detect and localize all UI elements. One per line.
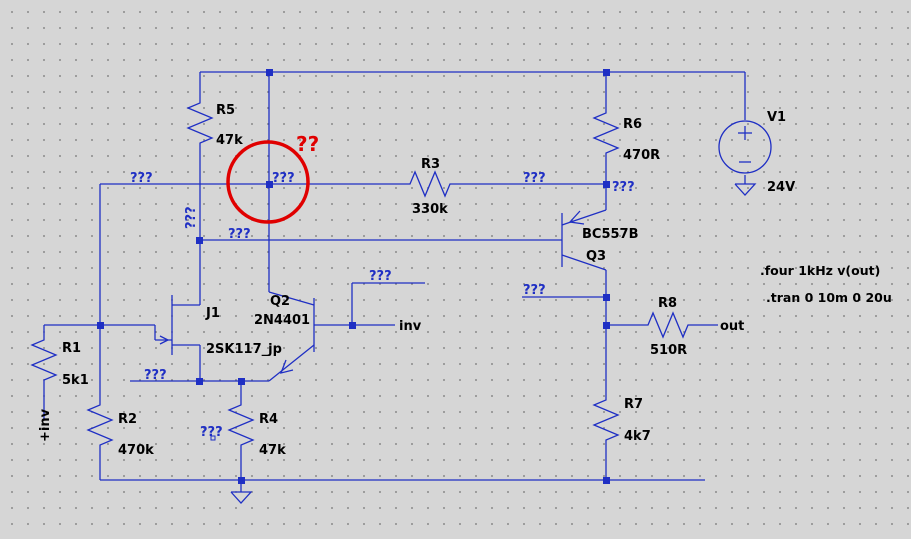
- unknown-net-label: ???: [184, 206, 199, 229]
- r2-ref: R2: [118, 412, 137, 427]
- r6-ref: R6: [623, 117, 642, 132]
- r1-value: 5k1: [62, 373, 89, 388]
- r6-value: 470R: [623, 148, 660, 163]
- unknown-net-label: ???: [523, 283, 546, 298]
- r4-ref: R4: [259, 412, 278, 427]
- r3-value: 330k: [412, 202, 448, 217]
- r5-ref: R5: [216, 103, 235, 118]
- spice-directive-four[interactable]: .four 1kHz v(out): [760, 263, 880, 278]
- net-label-out: out: [720, 319, 744, 334]
- unknown-net-label: ???: [228, 227, 251, 242]
- unknown-net-label: ???: [272, 171, 295, 186]
- j1-ref: J1: [205, 306, 220, 321]
- r8-value: 510R: [650, 343, 687, 358]
- unknown-net-label: ???: [523, 171, 546, 186]
- resistor-r4[interactable]: [227, 395, 255, 455]
- unknown-net-label: ???: [130, 171, 153, 186]
- unknown-net-label: ???: [369, 269, 392, 284]
- highlight-annotation: ??: [296, 132, 319, 156]
- junction-nodes: [97, 69, 610, 484]
- v1-ref: V1: [767, 110, 786, 125]
- resistor-r7[interactable]: [592, 390, 620, 450]
- transistor-q2[interactable]: [268, 291, 315, 382]
- transistor-q3[interactable]: [561, 209, 607, 271]
- jfet-j1[interactable]: [154, 295, 200, 355]
- q2-model: 2N4401: [254, 313, 310, 328]
- highlight-circle: [226, 140, 310, 224]
- net-label-plus-inv: +inv: [38, 408, 53, 442]
- resistor-r2[interactable]: [86, 390, 114, 460]
- r4-value: 47k: [259, 443, 286, 458]
- r7-ref: R7: [624, 397, 643, 412]
- net-flag-icon: [210, 435, 216, 441]
- resistor-r5[interactable]: [186, 95, 214, 150]
- resistor-r6[interactable]: [592, 103, 620, 165]
- r2-value: 470k: [118, 443, 154, 458]
- unknown-net-label: ???: [144, 368, 167, 383]
- r3-ref: R3: [421, 157, 440, 172]
- r8-ref: R8: [658, 296, 677, 311]
- v1-value: 24V: [767, 180, 795, 195]
- net-label-inv: inv: [399, 319, 422, 334]
- voltage-source-v1[interactable]: [718, 120, 772, 174]
- unknown-net-label: ???: [612, 180, 635, 195]
- q2-ref: Q2: [270, 294, 290, 309]
- resistor-r3[interactable]: [400, 170, 460, 198]
- r1-ref: R1: [62, 341, 81, 356]
- r5-value: 47k: [216, 133, 243, 148]
- j1-model: 2SK117_jp: [206, 342, 282, 357]
- q3-ref: Q3: [586, 249, 606, 264]
- resistor-r1[interactable]: [30, 330, 58, 390]
- spice-directive-tran[interactable]: .tran 0 10m 0 20u: [766, 290, 892, 305]
- ground-icon: [734, 183, 757, 196]
- q3-model: BC557B: [582, 227, 639, 242]
- ground-icon: [230, 491, 253, 504]
- unknown-net-label: ???: [200, 425, 223, 440]
- resistor-r8[interactable]: [638, 311, 698, 339]
- r7-value: 4k7: [624, 429, 651, 444]
